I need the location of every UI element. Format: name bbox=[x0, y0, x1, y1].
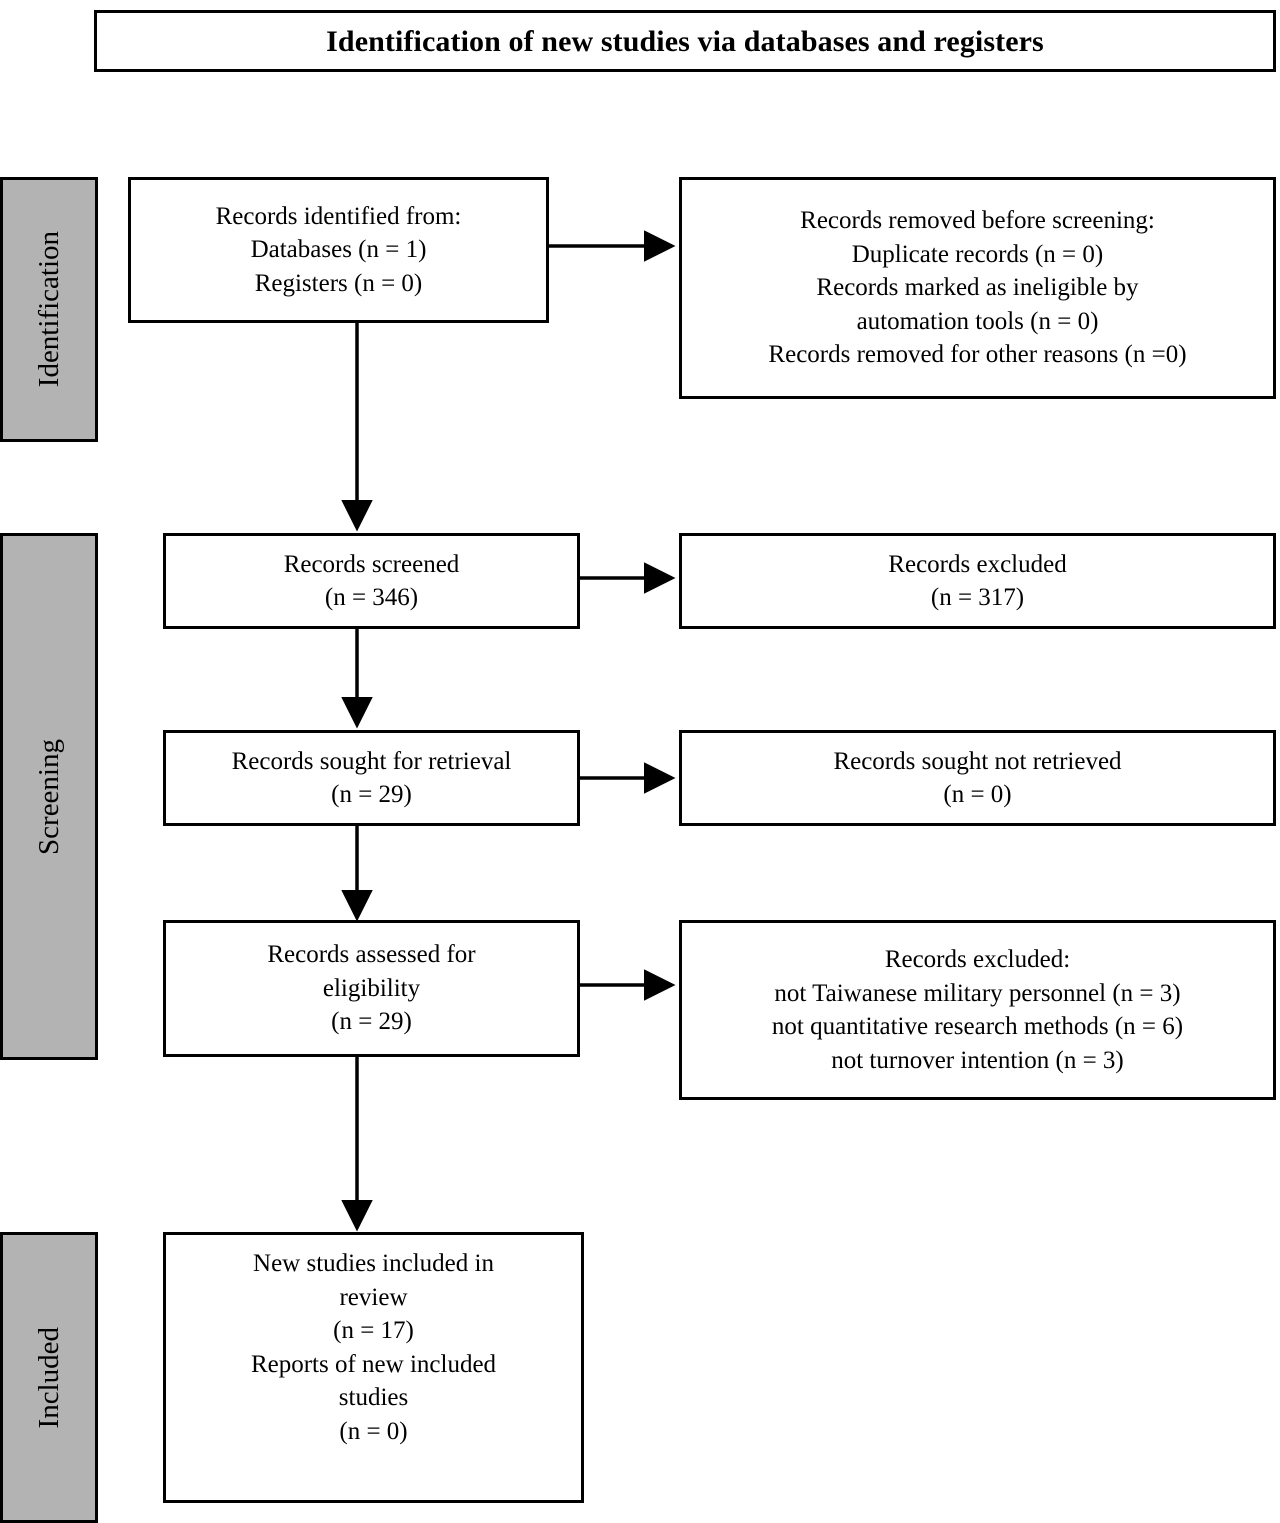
node-records-sought-not-retrieved: Records sought not retrieved (n = 0) bbox=[679, 730, 1276, 826]
node-line: Records assessed for bbox=[267, 941, 476, 969]
node-line: Reports of new included bbox=[250, 1350, 497, 1378]
node-records-identified: Records identified from: Databases (n = … bbox=[128, 177, 549, 323]
node-line: Records sought not retrieved bbox=[833, 747, 1122, 775]
node-line: not Taiwanese military personnel (n = 3) bbox=[774, 979, 1181, 1007]
node-line: Databases (n = 1) bbox=[250, 236, 427, 264]
node-records-excluded-eligibility: Records excluded: not Taiwanese military… bbox=[679, 920, 1276, 1100]
node-line: Duplicate records (n = 0) bbox=[851, 240, 1104, 268]
stage-label-screening: Screening bbox=[32, 738, 65, 855]
stage-band-screening: Screening bbox=[0, 533, 98, 1060]
node-line: (n = 29) bbox=[331, 1008, 412, 1036]
node-line: Registers (n = 0) bbox=[254, 269, 423, 297]
node-records-assessed-eligibility: Records assessed for eligibility (n = 29… bbox=[163, 920, 580, 1057]
node-line: Records sought for retrieval bbox=[231, 747, 512, 775]
node-line: Records excluded: bbox=[884, 946, 1071, 973]
node-new-studies-included: New studies included in review (n = 17) … bbox=[163, 1232, 584, 1503]
node-line: (n = 0) bbox=[339, 1417, 408, 1445]
node-records-removed-before-screening: Records removed before screening: Duplic… bbox=[679, 177, 1276, 399]
node-records-excluded-screening: Records excluded (n = 317) bbox=[679, 533, 1276, 629]
node-line: not turnover intention (n = 3) bbox=[831, 1046, 1124, 1074]
node-line: (n = 0) bbox=[943, 781, 1012, 808]
diagram-title-box: Identification of new studies via databa… bbox=[94, 10, 1276, 72]
node-line: (n = 346) bbox=[324, 584, 419, 611]
node-records-screened: Records screened (n = 346) bbox=[163, 533, 580, 629]
node-line: (n = 17) bbox=[333, 1317, 414, 1344]
node-line: New studies included in bbox=[253, 1250, 494, 1277]
node-line: Records excluded bbox=[888, 550, 1067, 578]
node-line: studies bbox=[338, 1384, 409, 1411]
stage-band-identification: Identification bbox=[0, 177, 98, 442]
node-line: (n = 317) bbox=[930, 584, 1025, 611]
node-line: Records removed before screening: bbox=[800, 207, 1155, 235]
node-line: Records removed for other reasons (n =0) bbox=[768, 341, 1187, 369]
node-line: eligibility bbox=[322, 974, 421, 1002]
node-line: Records marked as ineligible by bbox=[816, 274, 1139, 302]
node-records-sought-for-retrieval: Records sought for retrieval (n = 29) bbox=[163, 730, 580, 826]
node-line: Records screened bbox=[283, 550, 460, 578]
node-line: Records identified from: bbox=[215, 202, 462, 230]
node-line: automation tools (n = 0) bbox=[856, 307, 1099, 335]
node-line: review bbox=[339, 1283, 408, 1311]
stage-label-included: Included bbox=[32, 1326, 65, 1429]
node-line: not quantitative research methods (n = 6… bbox=[771, 1013, 1184, 1040]
stage-label-identification: Identification bbox=[32, 231, 65, 388]
node-line: (n = 29) bbox=[331, 781, 412, 808]
stage-band-included: Included bbox=[0, 1232, 98, 1523]
diagram-title: Identification of new studies via databa… bbox=[326, 24, 1044, 58]
